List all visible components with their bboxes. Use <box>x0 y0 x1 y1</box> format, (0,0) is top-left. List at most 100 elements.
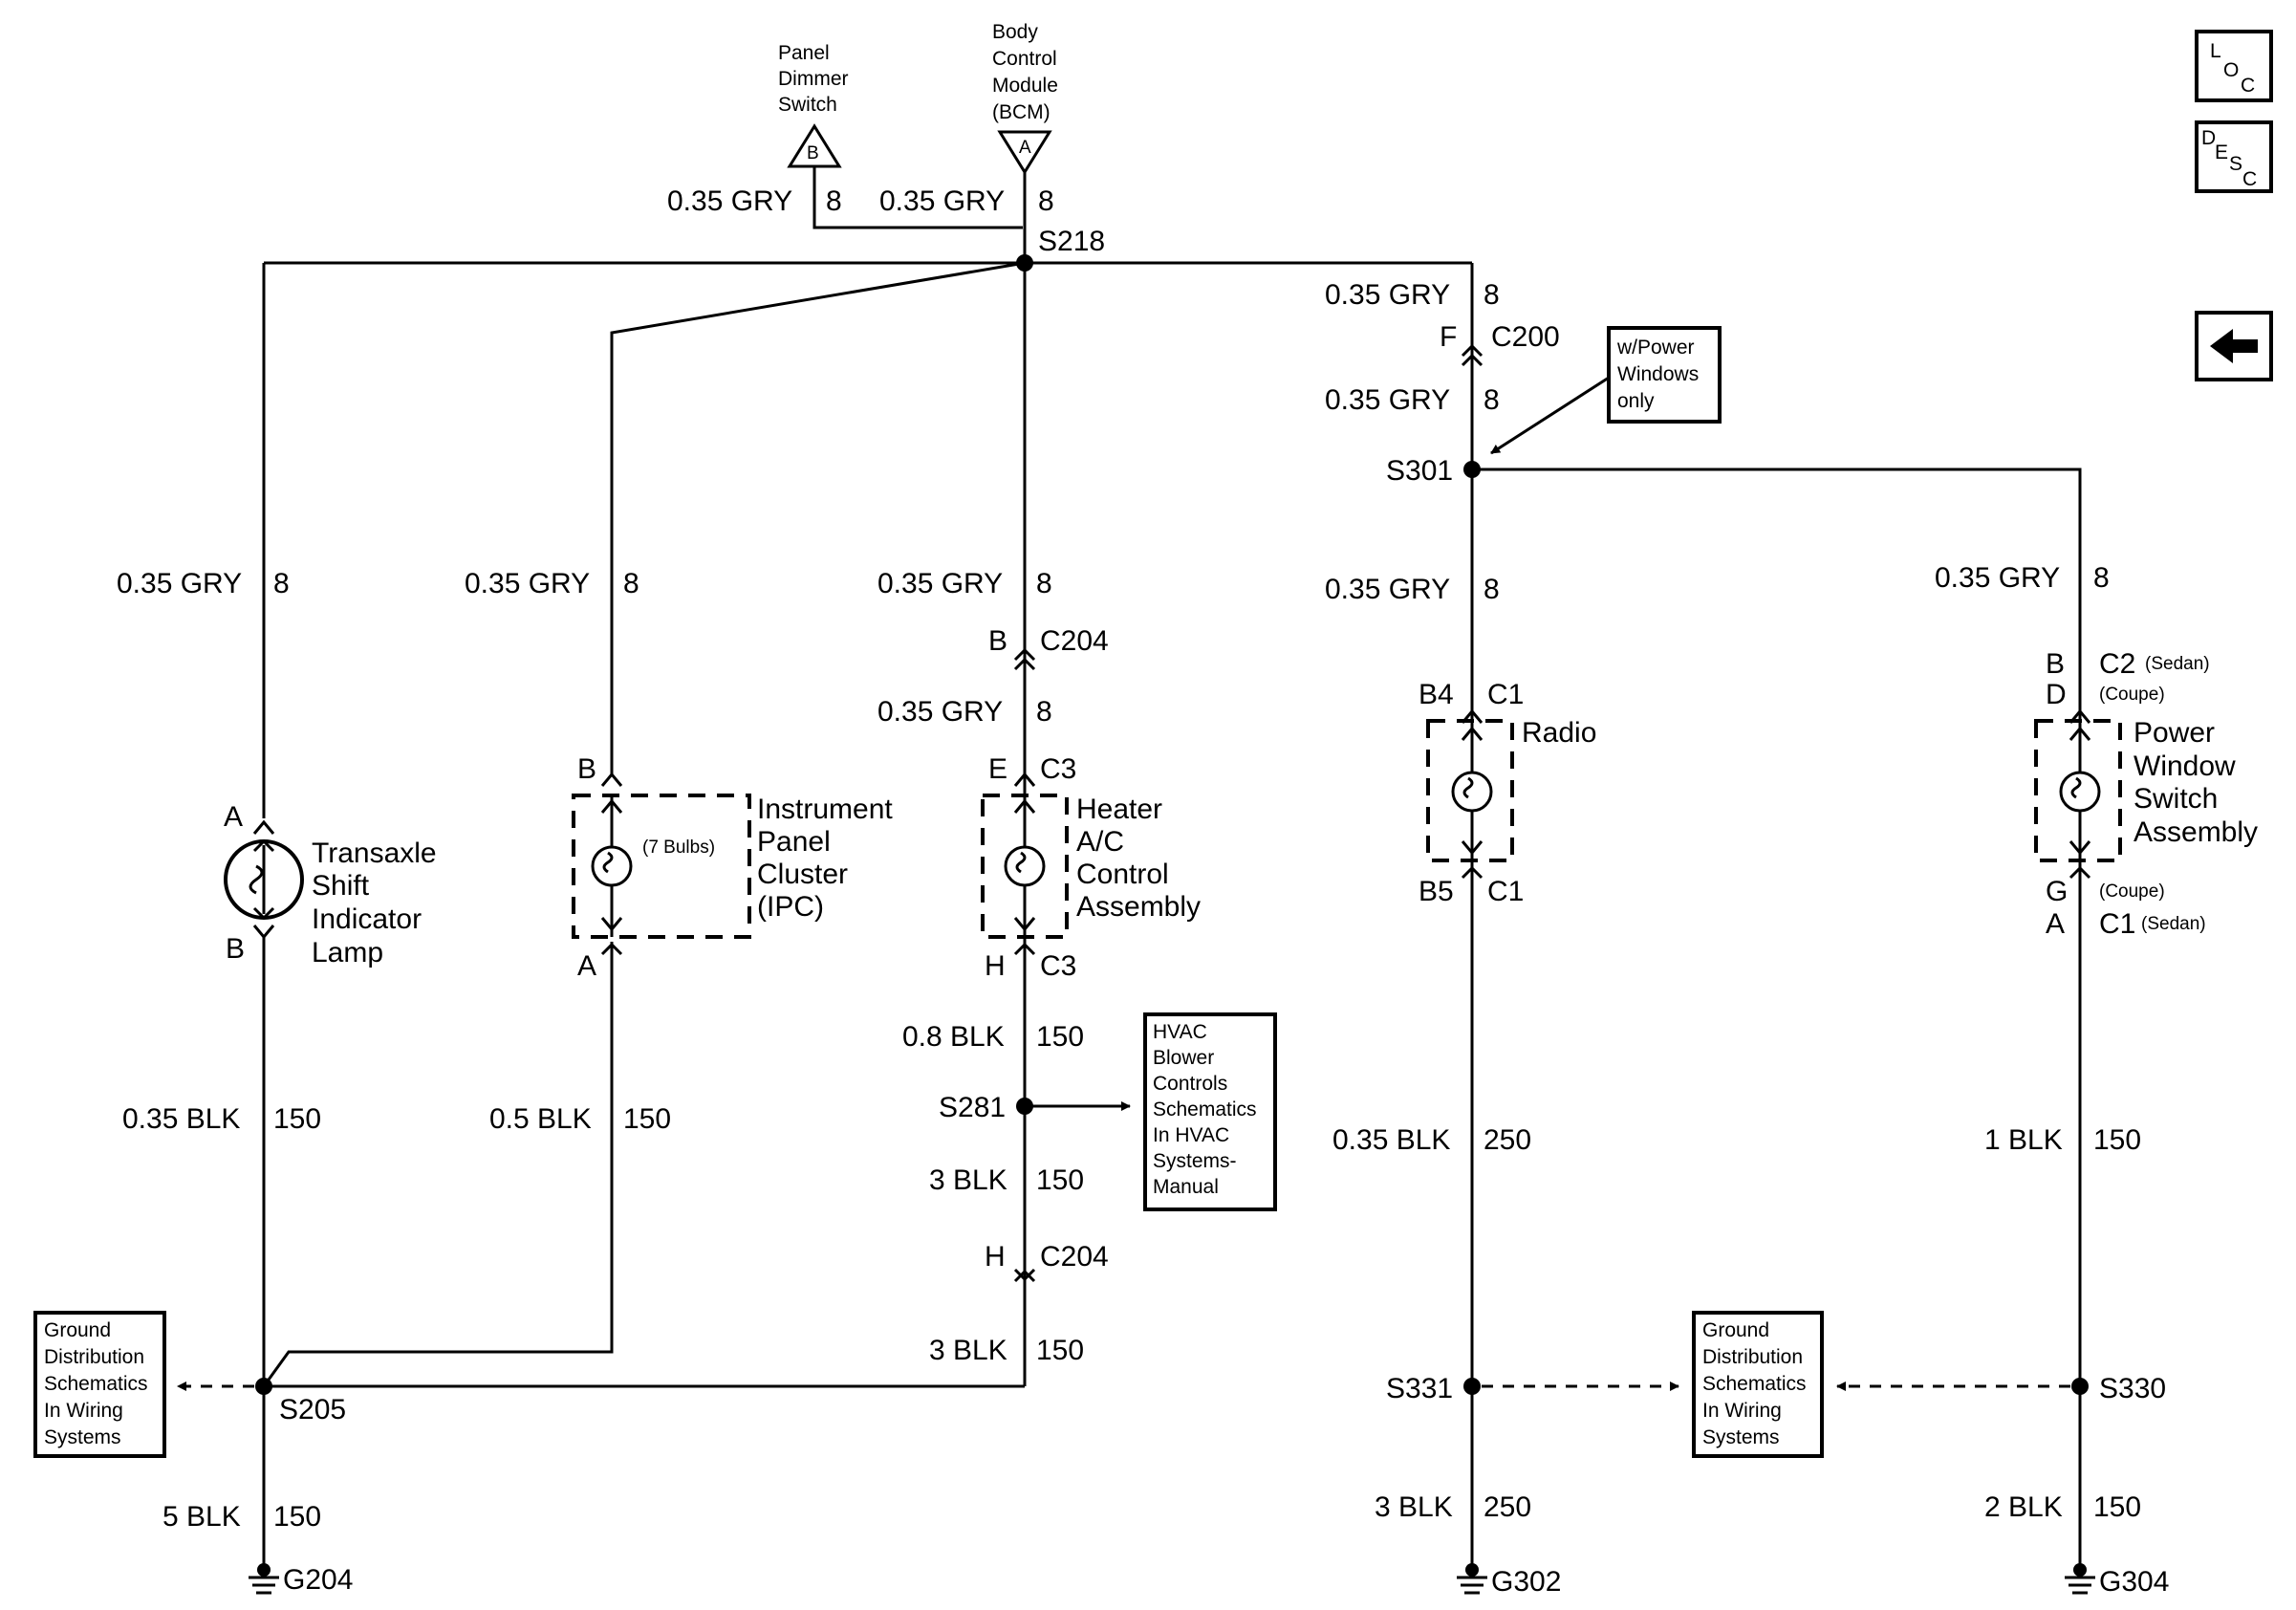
pin-label: A <box>577 950 596 982</box>
svg-text:Schematics: Schematics <box>1153 1099 1257 1120</box>
power-windows-note: w/Power Windows only <box>1607 326 1722 424</box>
wire-label: 3 BLK <box>929 1335 1007 1366</box>
svg-text:In Wiring: In Wiring <box>1702 1400 1782 1422</box>
splice-s331 <box>1463 1378 1481 1395</box>
wire-label: 0.35 BLK <box>1332 1124 1450 1156</box>
pin-label: G <box>2046 876 2068 907</box>
svg-text:Assembly: Assembly <box>2134 816 2258 848</box>
circuit-label: 250 <box>1484 1491 1531 1523</box>
wire-label: 0.35 GRY <box>465 568 590 599</box>
wire-label: 5 BLK <box>162 1501 241 1533</box>
wire-label: 0.35 GRY <box>879 185 1005 217</box>
connector-label: C200 <box>1491 321 1560 353</box>
wire-label: 0.35 BLK <box>122 1103 240 1135</box>
svg-text:Transaxle: Transaxle <box>312 838 437 869</box>
pin-label: B <box>2046 648 2065 680</box>
svg-text:L: L <box>2210 40 2221 62</box>
circuit-label: 8 <box>623 568 639 599</box>
svg-text:In HVAC: In HVAC <box>1153 1124 1229 1146</box>
svg-text:A/C: A/C <box>1076 826 1124 858</box>
splice-label: S218 <box>1038 226 1105 257</box>
connector-label: C1 <box>1487 679 1524 710</box>
svg-text:Controls: Controls <box>1153 1073 1227 1095</box>
splice-label: S331 <box>1386 1373 1453 1404</box>
splice-label: S281 <box>939 1092 1006 1123</box>
circuit-label: 150 <box>1036 1021 1084 1053</box>
wire-label: 2 BLK <box>1984 1491 2063 1523</box>
splice-s281 <box>1016 1098 1033 1115</box>
svg-text:D: D <box>2201 127 2216 149</box>
svg-text:Blower: Blower <box>1153 1047 1214 1069</box>
svg-text:A: A <box>1019 138 1031 158</box>
svg-text:C: C <box>2242 168 2257 190</box>
circuit-label: 150 <box>273 1501 321 1533</box>
svg-text:Module: Module <box>992 75 1058 97</box>
svg-text:Heater: Heater <box>1076 794 1162 825</box>
back-arrow-button[interactable] <box>2195 311 2273 381</box>
svg-text:(IPC): (IPC) <box>757 891 824 923</box>
connector-label: C3 <box>1040 950 1076 982</box>
svg-text:O: O <box>2223 59 2239 81</box>
svg-text:Distribution: Distribution <box>44 1346 144 1368</box>
location-button[interactable]: L O C <box>2195 30 2273 102</box>
svg-text:Ground: Ground <box>1702 1319 1769 1341</box>
circuit-label: 150 <box>1036 1335 1084 1366</box>
pin-label: H <box>985 1241 1006 1273</box>
body-control-module: Body Control Module (BCM) A <box>992 21 1058 175</box>
svg-text:Windows: Windows <box>1617 363 1699 385</box>
radio: Radio <box>1426 717 1596 862</box>
splice-s330 <box>2071 1378 2089 1395</box>
wire-label: 0.35 GRY <box>117 568 242 599</box>
svg-text:Radio: Radio <box>1522 717 1596 749</box>
pin-label: E <box>988 753 1007 785</box>
splice-label: S301 <box>1386 455 1453 487</box>
svg-text:Panel: Panel <box>778 42 830 64</box>
wire-label: 0.35 GRY <box>1935 562 2060 594</box>
svg-text:Indicator: Indicator <box>312 903 422 935</box>
circuit-label: 8 <box>273 568 290 599</box>
power-window-switch-assembly: Power Window Switch Assembly <box>2034 717 2258 862</box>
svg-text:Systems: Systems <box>1702 1426 1780 1448</box>
wire-label: 0.35 GRY <box>1325 384 1450 416</box>
pin-label: A <box>2046 908 2065 940</box>
instrument-panel-cluster: (7 Bulbs) Instrument Panel Cluster (IPC) <box>572 794 893 939</box>
pin-label: B <box>226 933 245 965</box>
ground-distribution-link[interactable]: Ground Distribution Schematics In Wiring… <box>33 1311 166 1458</box>
svg-text:In Wiring: In Wiring <box>44 1400 123 1422</box>
wire-label: 0.5 BLK <box>489 1103 592 1135</box>
wire-label: 0.35 GRY <box>1325 279 1450 311</box>
wire-label: 0.35 GRY <box>667 185 792 217</box>
wire-label: 0.35 GRY <box>1325 574 1450 605</box>
svg-text:Window: Window <box>2134 751 2236 782</box>
variant-label: (Sedan) <box>2145 654 2210 674</box>
ground-icon <box>249 1576 279 1595</box>
wire-label: 3 BLK <box>929 1164 1007 1196</box>
pin-label: F <box>1440 321 1457 353</box>
pin-label: B4 <box>1419 679 1454 710</box>
svg-text:Instrument: Instrument <box>757 794 893 825</box>
wire-label: 0.35 GRY <box>877 696 1003 728</box>
svg-text:(BCM): (BCM) <box>992 101 1051 123</box>
svg-text:Manual: Manual <box>1153 1176 1219 1198</box>
circuit-label: 150 <box>623 1103 671 1135</box>
pin-label: H <box>985 950 1006 982</box>
pin-label: D <box>2046 679 2067 710</box>
ground-label: G302 <box>1491 1566 1561 1598</box>
svg-text:Control: Control <box>992 48 1057 70</box>
variant-label: (Coupe) <box>2099 685 2165 705</box>
transaxle-shift-indicator-lamp: Transaxle Shift Indicator Lamp <box>224 838 437 968</box>
connector-label: C2 <box>2099 648 2135 680</box>
wire-label: 1 BLK <box>1984 1124 2063 1156</box>
svg-text:Body: Body <box>992 21 1038 43</box>
ground-distribution-link[interactable]: Ground Distribution Schematics In Wiring… <box>1692 1311 1824 1458</box>
pin-label: A <box>224 801 243 833</box>
description-button[interactable]: D E S C <box>2195 120 2273 193</box>
connector-label: C204 <box>1040 625 1109 657</box>
svg-text:Panel: Panel <box>757 826 831 858</box>
ground-icon <box>2065 1576 2095 1595</box>
hvac-blower-controls-link[interactable]: HVAC Blower Controls Schematics In HVAC … <box>1143 1012 1277 1211</box>
svg-text:Shift: Shift <box>312 870 370 902</box>
connector-label: C1 <box>2099 908 2135 940</box>
splice-label: S330 <box>2099 1373 2166 1404</box>
